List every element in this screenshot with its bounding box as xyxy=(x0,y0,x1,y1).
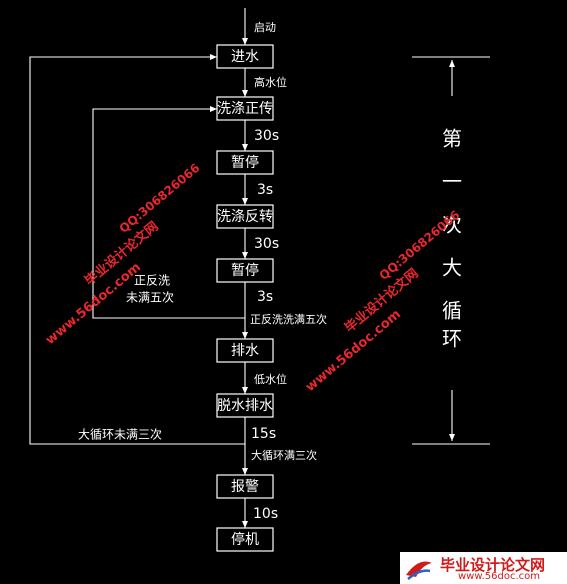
step-wash-forward-label: 洗涤正传 xyxy=(217,101,273,117)
step-wash-reverse: 洗涤反转 xyxy=(216,204,274,229)
label-30s-2: 30s xyxy=(254,236,279,252)
first-cycle-char-5: 循 xyxy=(442,299,462,323)
label-low-level: 低水位 xyxy=(254,372,287,386)
step-drain: 排水 xyxy=(216,338,274,363)
label-high-level: 高水位 xyxy=(254,75,287,89)
first-cycle-bracket xyxy=(412,56,490,445)
first-cycle-char-4: 大 xyxy=(442,256,462,280)
step-stop: 停机 xyxy=(216,527,274,552)
label-30s-1: 30s xyxy=(254,128,279,144)
label-cycle-done: 大循环满三次 xyxy=(251,448,317,462)
first-cycle-char-3: 次 xyxy=(442,213,462,237)
site-badge-url: www.56doc.com xyxy=(458,571,541,582)
step-alarm-label: 报警 xyxy=(231,479,259,495)
label-3s-2: 3s xyxy=(257,289,273,305)
label-10s: 10s xyxy=(253,506,278,522)
step-stop-label: 停机 xyxy=(231,531,259,548)
outer-loop-label: 大循环未满三次 xyxy=(78,428,162,442)
first-cycle-char-6: 环 xyxy=(442,327,462,351)
site-badge: 毕业设计论文网 www.56doc.com xyxy=(400,552,567,584)
watermark-left: www.56doc.com 毕业设计论文网 QQ:306826066 xyxy=(43,161,203,348)
first-cycle-char-2: 一 xyxy=(442,170,462,194)
inner-loop-label-line1: 正反洗 xyxy=(134,274,170,288)
step-drain-label: 排水 xyxy=(231,343,259,359)
step-wash-reverse-label: 洗涤反转 xyxy=(217,209,273,225)
label-wash-done: 正反洗洗满五次 xyxy=(250,312,327,326)
step-fill-water-label: 进水 xyxy=(231,49,259,65)
label-15s: 15s xyxy=(251,426,276,442)
site-logo-icon xyxy=(406,561,432,580)
step-pause-2-label: 暂停 xyxy=(231,262,259,279)
watermark-qq-left: QQ:306826066 xyxy=(117,161,203,236)
step-spin-drain-label: 脱水排水 xyxy=(217,398,273,414)
label-3s-1: 3s xyxy=(257,182,273,198)
step-fill-water: 进水 xyxy=(216,44,274,69)
step-wash-forward: 洗涤正传 xyxy=(216,96,274,121)
step-pause-1: 暂停 xyxy=(216,150,274,175)
inner-loop-wire xyxy=(92,106,245,319)
step-alarm: 报警 xyxy=(216,474,274,499)
step-pause-1-label: 暂停 xyxy=(231,154,259,171)
outer-loop-wire xyxy=(29,54,245,445)
site-badge-title: 毕业设计论文网 xyxy=(440,556,546,574)
label-start: 启动 xyxy=(254,21,276,34)
first-cycle-char-1: 第 xyxy=(442,127,462,151)
inner-loop-label-line2: 未满五次 xyxy=(126,291,174,305)
step-pause-2: 暂停 xyxy=(216,258,274,283)
step-spin-drain: 脱水排水 xyxy=(216,393,274,418)
